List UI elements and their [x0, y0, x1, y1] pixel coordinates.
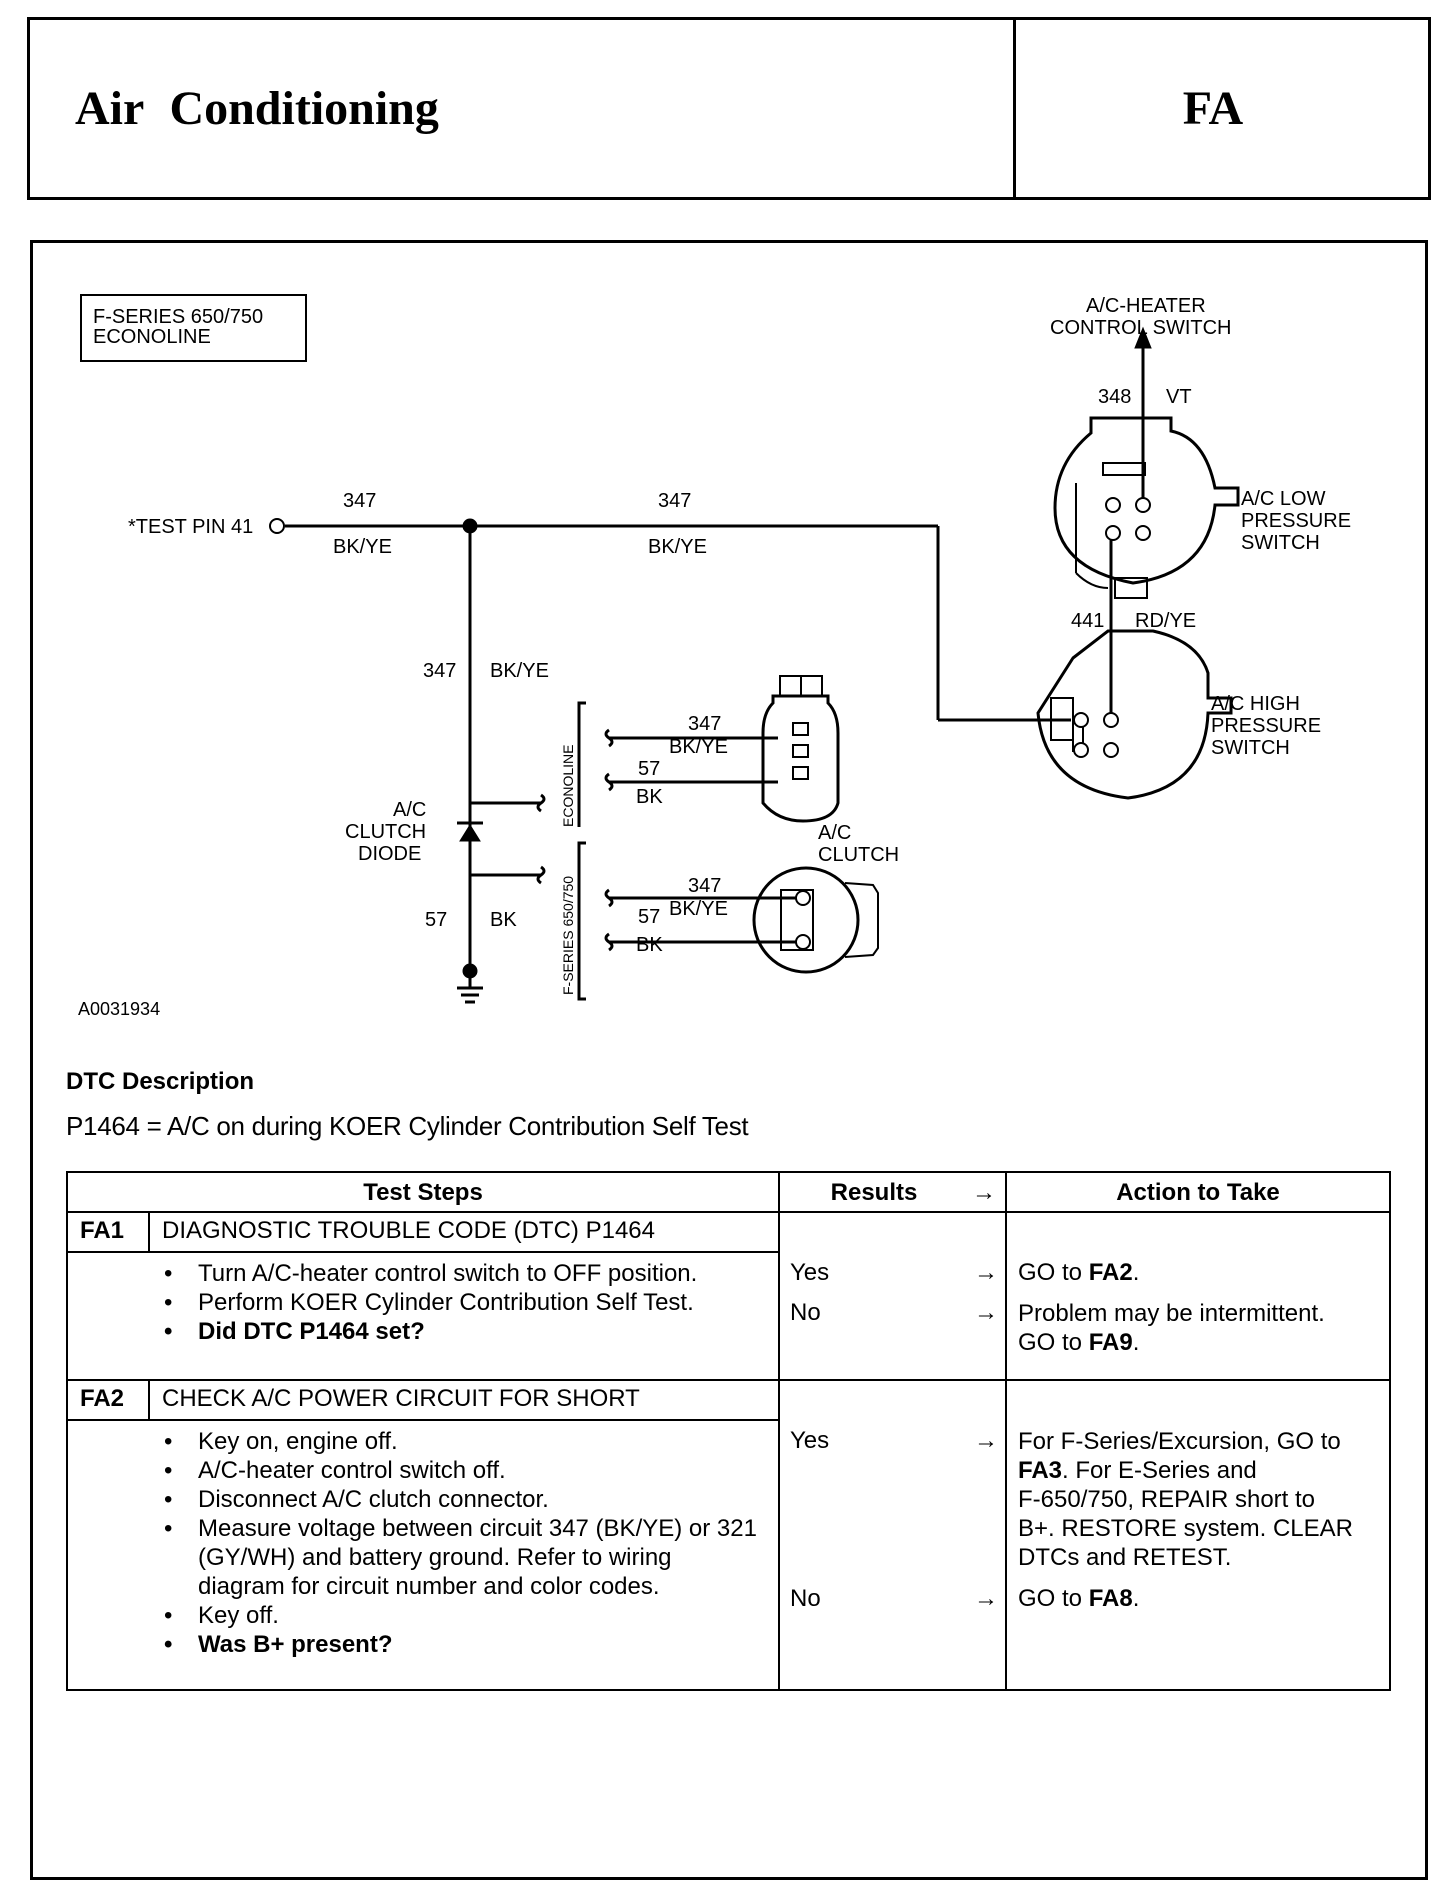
section-code: FA — [1182, 82, 1244, 135]
svg-text:347: 347 — [688, 875, 721, 897]
fa1-code: FA1 — [80, 1217, 125, 1244]
dtc-heading: DTC Description — [66, 1068, 255, 1095]
list-item: •Measure voltage between circuit 347 (BK… — [164, 1515, 757, 1600]
header-action: Action to Take — [1116, 1179, 1280, 1206]
fa1-yes-action: GO to FA2. — [1018, 1259, 1140, 1286]
header-test-steps: Test Steps — [363, 1179, 483, 1206]
diode-label-3: DIODE — [358, 843, 421, 865]
high-switch-label-2: PRESSURE — [1211, 715, 1321, 737]
test-pin-label: *TEST PIN 41 — [128, 516, 253, 538]
fa1-no-arrow: → — [974, 1299, 998, 1326]
svg-text:BK/YE: BK/YE — [669, 736, 728, 758]
svg-text:347: 347 — [688, 713, 721, 735]
title-cell: Air Conditioning — [30, 20, 1016, 197]
fa2-yes: Yes — [790, 1427, 830, 1454]
fa1-yes-arrow: → — [974, 1259, 998, 1286]
dtc-description: P1464 = A/C on during KOER Cylinder Cont… — [66, 1111, 749, 1141]
svg-text:57: 57 — [638, 758, 660, 780]
fa2-no-arrow: → — [974, 1585, 998, 1612]
fa1-no-action: Problem may be intermittent. GO to FA9. — [1018, 1300, 1325, 1356]
wiring-diagram: F-SERIES 650/750 ECONOLINE *TEST PIN 41 … — [78, 294, 1351, 1019]
clutch-label-1: A/C — [818, 822, 851, 844]
fa2-code: FA2 — [80, 1385, 125, 1412]
code-cell: FA — [1016, 20, 1428, 197]
svg-text:347: 347 — [658, 490, 691, 512]
econoline-vertical: ECONOLINE — [560, 745, 576, 827]
low-pressure-switch — [1053, 416, 1240, 585]
header-results: Results — [830, 1179, 918, 1206]
high-switch-label-3: SWITCH — [1211, 737, 1290, 759]
vehicle-line-2: ECONOLINE — [93, 326, 211, 348]
ground-dot — [462, 963, 478, 979]
vehicle-line-1: F-SERIES 650/750 — [93, 306, 263, 328]
list-item: •Perform KOER Cylinder Contribution Self… — [164, 1289, 694, 1316]
fa2-no-action: GO to FA8. — [1018, 1585, 1140, 1612]
content-frame: F-SERIES 650/750 ECONOLINE *TEST PIN 41 … — [30, 240, 1428, 1880]
fa1-yes: Yes — [790, 1259, 830, 1286]
low-switch-label-2: PRESSURE — [1241, 510, 1351, 532]
heater-switch-label-2: CONTROL SWITCH — [1050, 317, 1231, 339]
fa1-steps: •Turn A/C-heater control switch to OFF p… — [158, 1259, 758, 1346]
low-switch-label-1: A/C LOW — [1241, 488, 1326, 510]
fa1-no: No — [790, 1299, 821, 1326]
list-item: •Disconnect A/C clutch connector. — [164, 1486, 549, 1513]
svg-text:BK/YE: BK/YE — [648, 536, 707, 558]
fa1-title: DIAGNOSTIC TROUBLE CODE (DTC) P1464 — [162, 1217, 655, 1244]
arrow-up — [1134, 326, 1152, 349]
fa2-yes-action: For F-Series/Excursion, GO to FA3. For E… — [1018, 1428, 1353, 1571]
test-steps-table: Test Steps Results → Action to Take FA1 … — [66, 1171, 1391, 1691]
list-item: •Key off. — [164, 1602, 279, 1629]
fa2-yes-arrow: → — [974, 1427, 998, 1454]
list-item: •Key on, engine off. — [164, 1428, 398, 1455]
clutch-diode — [459, 824, 481, 842]
svg-text:441: 441 — [1071, 610, 1104, 632]
svg-text:347: 347 — [423, 660, 456, 682]
heater-switch-label-1: A/C-HEATER — [1086, 295, 1206, 317]
list-item: •A/C-heater control switch off. — [164, 1457, 506, 1484]
test-pin-terminal — [269, 518, 285, 534]
header-arrow: → — [972, 1179, 996, 1206]
svg-text:BK: BK — [636, 786, 663, 808]
vehicle-box — [80, 294, 307, 362]
svg-text:347: 347 — [343, 490, 376, 512]
fseries-clutch-connector — [752, 866, 860, 974]
svg-text:348: 348 — [1098, 386, 1131, 408]
fa2-no: No — [790, 1585, 821, 1612]
splice-dot — [462, 518, 478, 534]
list-item: •Turn A/C-heater control switch to OFF p… — [164, 1260, 698, 1287]
fseries-vertical: F-SERIES 650/750 — [560, 876, 576, 995]
svg-text:BK: BK — [636, 934, 663, 956]
fa2-steps: •Key on, engine off. •A/C-heater control… — [158, 1427, 758, 1659]
page-header: Air Conditioning FA — [27, 17, 1431, 200]
svg-text:57: 57 — [638, 906, 660, 928]
svg-text:BK/YE: BK/YE — [333, 536, 392, 558]
high-pressure-switch — [1036, 629, 1233, 800]
svg-text:BK/YE: BK/YE — [669, 898, 728, 920]
svg-text:57: 57 — [425, 909, 447, 931]
diode-label-2: CLUTCH — [345, 821, 426, 843]
svg-text:RD/YE: RD/YE — [1135, 610, 1196, 632]
econoline-clutch-connector — [761, 694, 840, 823]
svg-text:BK: BK — [490, 909, 517, 931]
list-item: •Was B+ present? — [164, 1631, 393, 1658]
diode-label-1: A/C — [393, 799, 426, 821]
section-title: Air Conditioning — [75, 82, 439, 135]
svg-text:VT: VT — [1166, 386, 1192, 408]
svg-text:BK/YE: BK/YE — [490, 660, 549, 682]
high-switch-label-1: A/C HIGH — [1211, 693, 1300, 715]
clutch-label-2: CLUTCH — [818, 844, 899, 866]
figure-id: A0031934 — [78, 999, 160, 1019]
low-switch-label-3: SWITCH — [1241, 532, 1320, 554]
fa2-title: CHECK A/C POWER CIRCUIT FOR SHORT — [162, 1385, 640, 1412]
list-item: •Did DTC P1464 set? — [164, 1318, 425, 1345]
